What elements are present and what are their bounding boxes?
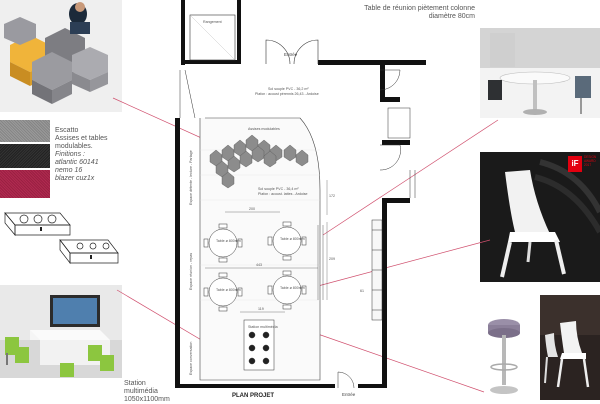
station-line-0: Station <box>124 380 146 387</box>
dim-209: 209 <box>329 257 335 261</box>
wall-left-main <box>175 118 180 388</box>
storage-room <box>189 14 236 61</box>
surface-note-2: Sol souple PVC - 36,4 m² <box>258 187 299 191</box>
escatto-line-3: Finitions : <box>55 151 85 158</box>
dim-443: 443 <box>256 263 262 267</box>
table-top-right <box>267 221 307 261</box>
escatto-caption: Escatto Assises et tables modulables. Fi… <box>55 127 125 183</box>
station-plan <box>243 319 275 371</box>
plan-title: PLAN PROJET <box>232 393 274 399</box>
entry-bottom-label: Entrée <box>342 392 356 397</box>
table-bottom-right <box>267 270 307 310</box>
dim-61: 61 <box>360 289 364 293</box>
surface-note-3: Plafon : acoust. lattes - Ardoise <box>258 192 308 196</box>
hex-seating-plan <box>209 134 309 189</box>
dim-200: 200 <box>249 207 255 211</box>
photo-white-chair: iF DESIGN AWARD 2017 <box>480 152 600 282</box>
table-label-0: Table ø 800mm <box>216 239 241 243</box>
escatto-title: Escatto <box>55 127 79 134</box>
zone-label-detente: Espace détente - lecture - Partage <box>189 150 193 205</box>
wall-top-left <box>181 0 185 65</box>
photo-multimedia-station <box>0 285 122 378</box>
table-bottom-left <box>203 272 243 312</box>
wall-bottom-right <box>358 384 387 388</box>
wall-right-mid <box>382 140 410 145</box>
wall-right-block <box>380 97 400 102</box>
wall-right-lower <box>382 198 410 203</box>
escatto-line-1: Assises et tables <box>55 135 108 142</box>
dim-172: 172 <box>329 194 335 198</box>
table-label-1: Table ø 800mm <box>280 237 305 241</box>
dim-119: 119 <box>258 307 264 311</box>
wall-right-upper <box>380 60 385 100</box>
escatto-line-5: nemo 16 <box>55 167 83 174</box>
station-line-1: multimédia <box>124 388 158 395</box>
meeting-table-caption: Table de réunion piètement colonne diamè… <box>364 5 475 20</box>
surface-note-1: Plafon : acoust pérennis 26,43 - Ardoise <box>255 92 319 96</box>
modular-sketch <box>0 205 125 280</box>
zone-label-reunion: Espace réunion - repas <box>189 253 193 290</box>
zone-label-conversation: Espace conversation <box>189 342 193 375</box>
wall-top-mid <box>181 60 241 64</box>
swatch-nemo <box>0 144 50 168</box>
table-label-3: Table ø 800mm <box>280 286 305 290</box>
wall-top-right <box>318 60 426 65</box>
if-award-badge: iF <box>568 156 582 172</box>
photo-dark-chairs <box>540 295 600 400</box>
annotation-line-chair <box>302 239 491 291</box>
wall-storage-right <box>237 0 241 64</box>
swatch-blazer <box>0 170 50 198</box>
swatch-atlantic <box>0 120 50 142</box>
photo-hex-seating <box>0 0 122 112</box>
wall-bottom-left <box>175 384 335 388</box>
escatto-line-6: blazer cuz1x <box>55 175 95 182</box>
wall-right-long <box>382 198 387 386</box>
entry-top-label: Entrée <box>284 52 298 57</box>
surface-note-0: Sol souple PVC - 36,2 m² <box>268 87 309 91</box>
table-label-2: Table ø 800mm <box>216 288 241 292</box>
photo-meeting-table <box>480 28 600 118</box>
escatto-line-4: atlantic 60141 <box>55 159 99 166</box>
annotation-line-table <box>322 119 499 236</box>
storage-label: Rangement <box>203 20 222 24</box>
station-plan-label: Station multimédia <box>248 325 278 329</box>
table-top-left <box>203 223 243 263</box>
award-text: DESIGN AWARD 2017 <box>584 155 597 167</box>
escatto-line-2: modulables. <box>55 143 93 150</box>
photo-bar-stool <box>480 295 538 400</box>
seating-note: Assises modulables <box>248 127 280 131</box>
